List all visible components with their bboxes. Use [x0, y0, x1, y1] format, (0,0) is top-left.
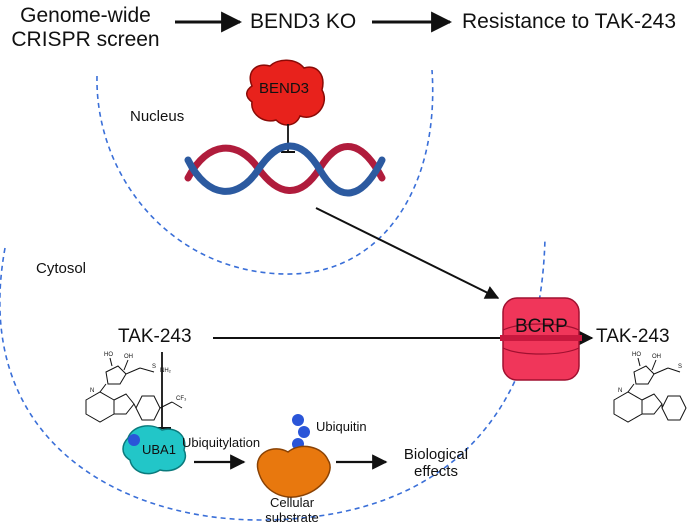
- tak243-atom-labels-outside: HO OH S N: [618, 352, 682, 394]
- svg-text:CF₃: CF₃: [176, 396, 187, 402]
- substrate-label-line1: Cellular: [269, 495, 315, 510]
- substrate-label: Cellular substrate: [252, 495, 332, 526]
- tak243-inside-label: TAK-243: [118, 326, 192, 347]
- dna-helix: [184, 142, 386, 197]
- svg-text:OH: OH: [124, 354, 133, 360]
- uba1-label: UBA1: [142, 442, 176, 457]
- tak243-structure-inside: [85, 357, 183, 423]
- tak243-outside-label: TAK-243: [596, 326, 670, 347]
- tak243-structure-outside: [613, 357, 687, 423]
- header-step3: Resistance to TAK-243: [462, 10, 676, 33]
- svg-text:HO: HO: [632, 352, 641, 358]
- header-step1-line2: CRISPR screen: [11, 28, 160, 52]
- substrate-label-line2: substrate: [265, 509, 319, 525]
- svg-text:OH: OH: [652, 354, 661, 360]
- bend3-protein: [246, 59, 325, 126]
- svg-text:S: S: [678, 364, 682, 370]
- effects-label: Biological effects: [392, 446, 480, 481]
- cytosol-label: Cytosol: [36, 260, 87, 277]
- header-step1-line1: Genome-wide: [20, 4, 151, 27]
- ubiquitylation-label: Ubiquitylation: [182, 435, 261, 450]
- cellular-substrate: [256, 445, 331, 498]
- svg-text:S: S: [152, 364, 156, 370]
- svg-text:N: N: [618, 388, 622, 394]
- effects-label-line1: Biological: [403, 446, 469, 463]
- tak243-atom-labels-inside: HO OH S NH₂ CF₃ N: [90, 352, 187, 402]
- uba1-ubiquitin-dot: [128, 434, 140, 446]
- svg-text:NH₂: NH₂: [160, 368, 172, 374]
- header-step1: Genome-wide CRISPR screen: [3, 4, 168, 52]
- nucleus-membrane: [96, 69, 434, 275]
- svg-text:HO: HO: [104, 352, 113, 358]
- bcrp-transporter: [500, 297, 582, 381]
- effects-label-line2: effects: [414, 463, 458, 481]
- header-step2: BEND3 KO: [250, 10, 357, 33]
- svg-text:N: N: [90, 388, 94, 394]
- cell-membrane: [0, 237, 546, 521]
- nucleus-label: Nucleus: [130, 108, 185, 125]
- ubiquitin-label: Ubiquitin: [316, 419, 367, 434]
- dna-to-bcrp-arrow: [315, 207, 500, 299]
- bend3-label: BEND3: [259, 80, 310, 97]
- bcrp-label: BCRP: [515, 316, 568, 337]
